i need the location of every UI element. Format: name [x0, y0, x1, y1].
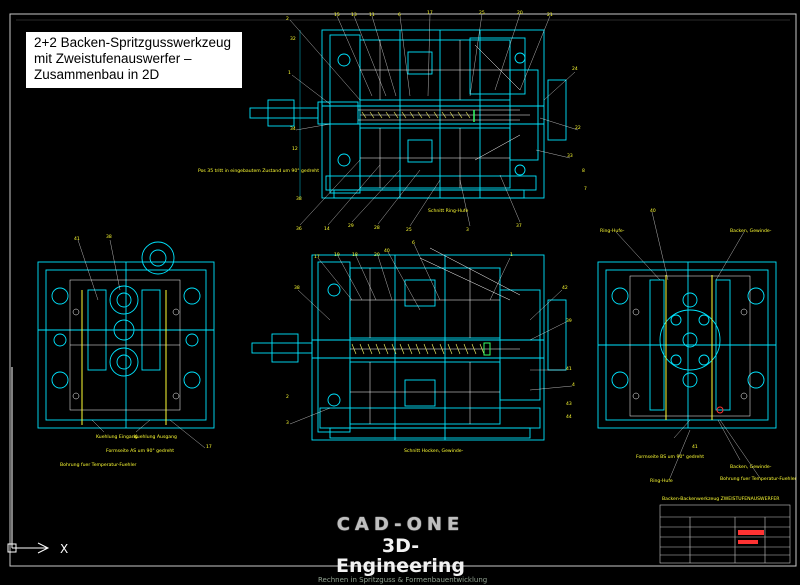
svg-text:6: 6	[398, 12, 401, 18]
svg-text:12: 12	[292, 146, 298, 152]
svg-text:7: 7	[584, 186, 587, 192]
svg-text:14: 14	[324, 226, 330, 232]
left-num-38: 38	[106, 234, 112, 240]
svg-text:17: 17	[314, 254, 320, 260]
title-line-1: 2+2 Backen-Spritzgusswerkzeug	[34, 35, 231, 50]
right-top-backen: Backen, Gewinde-	[730, 228, 772, 234]
middle-section-view	[251, 254, 567, 441]
title-table-red-mark-2	[738, 540, 758, 544]
svg-text:25: 25	[406, 227, 412, 233]
logo-top-text: CAD-ONE	[336, 514, 465, 535]
svg-text:43: 43	[566, 401, 572, 407]
logo-main-text: 3D-Engineering	[336, 535, 465, 577]
middle-section-detail	[350, 247, 521, 424]
left-side-yellow	[81, 290, 167, 425]
right-note-ring: Ring-Hufe	[650, 478, 673, 484]
svg-text:38: 38	[294, 285, 300, 291]
right-side-view	[597, 261, 777, 429]
top-section-hatch	[361, 111, 471, 119]
middle-accent-green	[483, 342, 491, 356]
svg-text:8: 8	[582, 168, 585, 174]
svg-text:17: 17	[427, 10, 433, 16]
title-table	[659, 504, 791, 564]
left-note-cooling-out: Kuehlung Ausgang	[134, 434, 177, 440]
right-num-41: 41	[692, 444, 698, 450]
right-accent-red	[716, 406, 724, 414]
svg-text:20: 20	[374, 252, 380, 258]
left-note-cooling-in: Kuehlung Eingang	[96, 434, 138, 440]
svg-text:24: 24	[572, 66, 578, 72]
top-view-numbers: 2 15 13 11 6 17 25 20 21 1 32 24 22 33 34 12 36 1…	[286, 10, 587, 233]
left-num-17: 17	[206, 444, 212, 450]
title-line-3: Zusammenbau in 2D	[34, 67, 160, 82]
axis-indicator	[7, 367, 50, 554]
svg-text:22: 22	[575, 125, 581, 131]
top-leader-lines	[289, 13, 579, 227]
svg-text:20: 20	[517, 10, 523, 16]
title-table-caption: Backen-Backenwerkzeug ZWEISTUFENAUSWERFE…	[662, 496, 780, 502]
right-top-ring: Ring-Hufe-	[600, 228, 625, 234]
svg-text:3: 3	[466, 227, 469, 233]
right-leader-lines	[615, 211, 761, 479]
svg-text:19: 19	[334, 252, 340, 258]
right-note-sensor: Bohrung fuer Temperatur-Fuehler	[720, 476, 797, 482]
middle-view-numbers: 17 19 18 20 40 6 1 42 39 41 4 38 2 3 43 44	[286, 240, 575, 426]
axis-x-label: X	[60, 542, 68, 556]
svg-text:28: 28	[374, 225, 380, 231]
svg-text:39: 39	[566, 318, 572, 324]
svg-text:6: 6	[412, 240, 415, 246]
right-num-40: 40	[650, 208, 656, 214]
left-num-41: 41	[74, 236, 80, 242]
svg-text:38: 38	[296, 196, 302, 202]
svg-text:42: 42	[562, 285, 568, 291]
middle-leader-lines	[289, 243, 573, 425]
svg-text:36: 36	[296, 226, 302, 232]
svg-text:3: 3	[286, 420, 289, 426]
svg-text:18: 18	[352, 252, 358, 258]
svg-text:1: 1	[510, 252, 513, 258]
left-leader-lines	[77, 239, 206, 449]
company-logo: CAD-ONE 3D-Engineering Rechnen in Spritz…	[318, 514, 487, 584]
title-line-2: mit Zweistufenauswerfer –	[34, 51, 192, 66]
svg-text:15: 15	[334, 12, 340, 18]
left-note-rotated: Formseite AS um 90° gedreht	[106, 448, 174, 454]
svg-text:2: 2	[286, 16, 289, 22]
svg-text:40: 40	[384, 248, 390, 254]
right-side-detail	[629, 275, 751, 417]
left-side-detail	[69, 279, 181, 411]
title-table-red-mark	[738, 530, 764, 535]
svg-text:2: 2	[286, 394, 289, 400]
middle-section-label: Schnitt Hocken, Gewinde-	[404, 448, 464, 454]
svg-text:44: 44	[566, 414, 572, 420]
sheet-border	[9, 13, 797, 567]
top-note: Pos 35 tritt in eingebautem Zustand um 9…	[198, 168, 319, 174]
top-section-label: Schnitt Ring-Hufe	[428, 208, 469, 214]
svg-text:34: 34	[290, 126, 296, 132]
svg-text:32: 32	[290, 36, 296, 42]
right-side-yellow	[665, 275, 713, 420]
svg-text:41: 41	[566, 366, 572, 372]
svg-text:25: 25	[479, 10, 485, 16]
svg-text:13: 13	[351, 12, 357, 18]
left-side-view	[37, 241, 215, 429]
right-note-backen: Backen, Gewinde-	[730, 464, 772, 470]
drawing-title: 2+2 Backen-Spritzgusswerkzeug mit Zweist…	[26, 32, 242, 88]
left-note-sensor: Bohrung fuer Temperatur-Fuehler	[60, 462, 137, 468]
svg-text:11: 11	[369, 12, 375, 18]
svg-text:4: 4	[572, 382, 575, 388]
svg-text:21: 21	[547, 12, 553, 18]
svg-text:29: 29	[348, 223, 354, 229]
logo-sub-text: Rechnen in Spritzguss & Formenbauentwick…	[318, 576, 488, 584]
middle-section-hatch	[351, 343, 485, 355]
svg-text:33: 33	[567, 153, 573, 159]
svg-text:37: 37	[516, 223, 522, 229]
svg-text:1: 1	[288, 70, 291, 76]
right-note-rotated: Formseite BS um 90° gedreht	[636, 454, 704, 460]
